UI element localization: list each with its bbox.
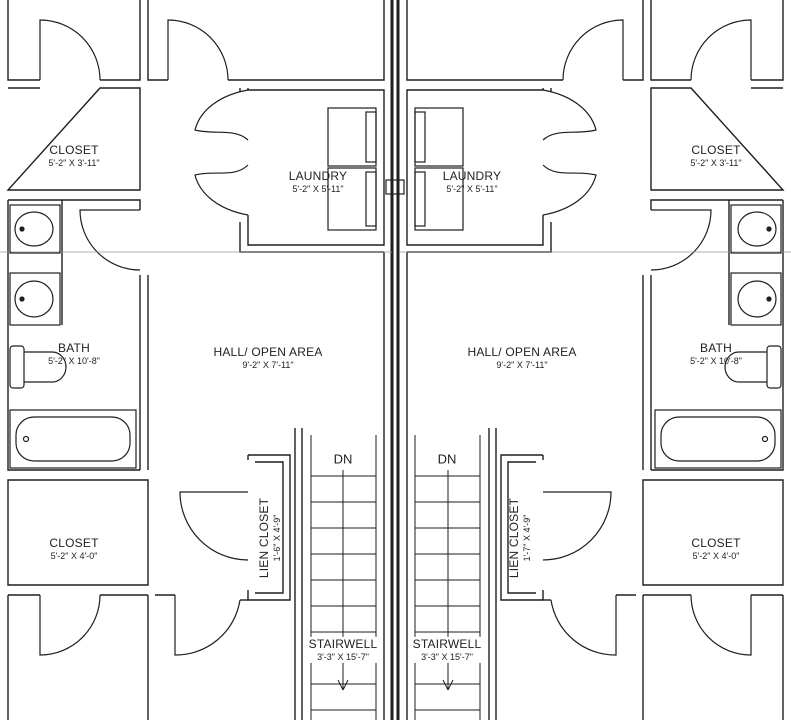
room-dimensions: 3'-3" X 15'-7": [421, 651, 473, 662]
room-label-linen-closet-left: LIEN CLOSET 1'-6" X 4'-9": [257, 498, 283, 578]
room-name: BATH: [58, 340, 90, 355]
room-label-hall-right: HALL/ OPEN AREA 9'-2" X 7'-11": [467, 345, 576, 371]
room-dimensions: 1'-7" X 4'-9": [521, 514, 532, 562]
room-label-hall-left: HALL/ OPEN AREA 9'-2" X 7'-11": [213, 345, 322, 371]
room-label-closet-bottom-right: CLOSET 5'-2" X 4'-0": [691, 536, 740, 562]
room-label-bath-right: BATH 5'-2" X 10'-8": [690, 341, 742, 367]
room-name: CLOSET: [49, 535, 99, 550]
room-dimensions: 5'-2" X 3'-11": [690, 157, 742, 168]
room-dimensions: 5'-2" X 4'-0": [692, 550, 740, 561]
room-name: LAUNDRY: [288, 168, 348, 183]
room-name: BATH: [700, 340, 732, 355]
party-wall: [390, 0, 400, 720]
room-label-laundry-right: LAUNDRY 5'-2" X 5'-11": [443, 169, 502, 195]
left-unit-walls: [6, 0, 385, 720]
room-dimensions: 3'-3" X 15'-7": [317, 651, 369, 662]
room-name: CLOSET: [49, 142, 99, 157]
room-label-closet-bottom-left: CLOSET 5'-2" X 4'-0": [49, 536, 98, 562]
laundry-appliances: [327, 107, 464, 231]
room-name: LAUNDRY: [442, 168, 502, 183]
room-label-stairwell-right: STAIRWELL 3'-3" X 15'-7": [412, 636, 482, 664]
stair-direction-right: DN: [435, 451, 459, 467]
room-dimensions: 9'-2" X 7'-11": [496, 359, 548, 370]
room-dimensions: 9'-2" X 7'-11": [242, 359, 294, 370]
room-name: CLOSET: [691, 535, 741, 550]
room-name: HALL/ OPEN AREA: [213, 344, 323, 359]
room-name: HALL/ OPEN AREA: [467, 344, 577, 359]
room-name: LIEN CLOSET: [256, 497, 271, 579]
room-label-stairwell-left: STAIRWELL 3'-3" X 15'-7": [308, 636, 378, 664]
room-dimensions: 5'-2" X 10'-8": [48, 355, 100, 366]
room-dimensions: 5'-2" X 4'-0": [50, 550, 98, 561]
room-label-linen-closet-right: LIEN CLOSET 1'-7" X 4'-9": [507, 498, 533, 578]
right-unit-doors: [399, 19, 791, 656]
room-name: STAIRWELL: [308, 636, 378, 651]
room-dimensions: 5'-2" X 10'-8": [690, 355, 742, 366]
room-label-bath-left: BATH 5'-2" X 10'-8": [48, 341, 100, 367]
room-dimensions: 5'-2" X 3'-11": [48, 157, 100, 168]
room-name: STAIRWELL: [412, 636, 482, 651]
room-name: CLOSET: [691, 142, 741, 157]
room-dimensions: 5'-2" X 5'-11": [446, 183, 498, 194]
room-label-closet-top-right: CLOSET 5'-2" X 3'-11": [690, 143, 741, 169]
stair-direction-left: DN: [331, 451, 355, 467]
room-name: LIEN CLOSET: [506, 497, 521, 579]
right-stair-treads: [414, 435, 481, 720]
left-stair-treads: [310, 435, 377, 720]
right-unit-walls: [406, 0, 785, 720]
room-label-closet-top-left: CLOSET 5'-2" X 3'-11": [48, 143, 99, 169]
room-label-laundry-left: LAUNDRY 5'-2" X 5'-11": [289, 169, 348, 195]
room-dimensions: 1'-6" X 4'-9": [271, 514, 282, 562]
room-dimensions: 5'-2" X 5'-11": [292, 183, 344, 194]
right-bath-fixtures: [654, 204, 782, 469]
left-unit-doors: [0, 19, 392, 656]
left-bath-fixtures: [9, 204, 137, 469]
